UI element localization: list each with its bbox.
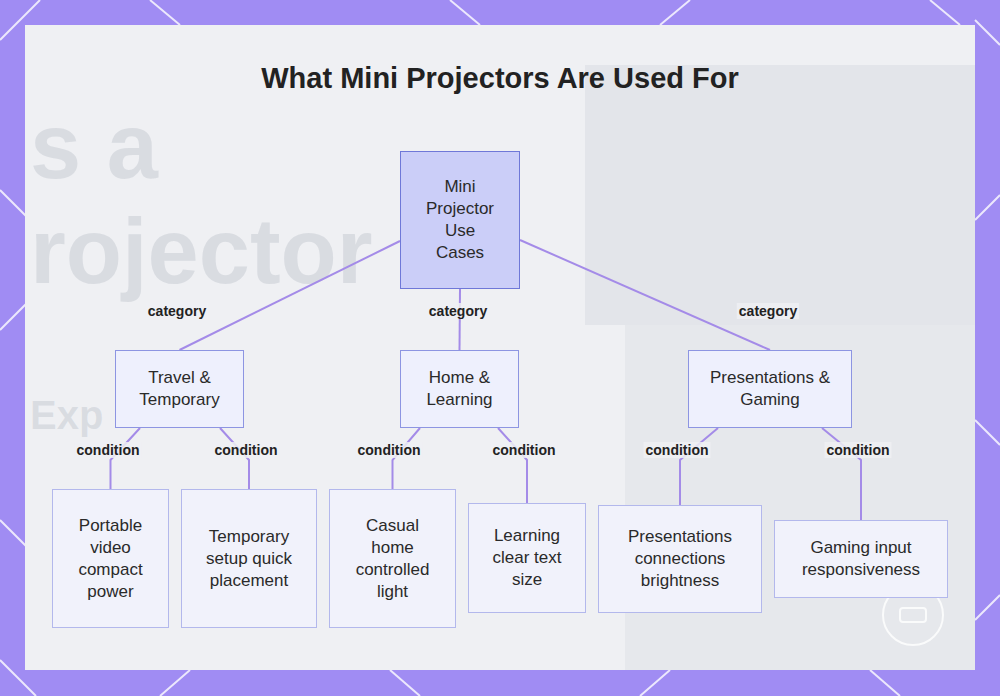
category-box: Travel & Temporary	[115, 350, 244, 428]
root-box: Mini Projector Use Cases	[400, 151, 520, 289]
edge-label: condition	[75, 442, 142, 458]
edge-label: category	[427, 303, 489, 319]
connector-line	[459, 289, 462, 350]
node-text: Presentations connections brightness	[609, 526, 751, 592]
edge-label: condition	[825, 442, 892, 458]
edge-label: category	[737, 303, 799, 319]
connector-line	[180, 241, 401, 350]
node-text: Mini Projector Use Cases	[423, 176, 497, 264]
edge-label: condition	[644, 442, 711, 458]
edge-label: category	[146, 303, 208, 319]
category-box: Home & Learning	[400, 350, 519, 428]
connector-line	[111, 428, 141, 489]
node-text: Travel & Temporary	[126, 367, 233, 411]
node-text: Learning clear text size	[483, 525, 571, 591]
condition-box: Portable video compact power	[52, 489, 169, 628]
edge-label: condition	[491, 442, 558, 458]
node-text: Presentations & Gaming	[699, 367, 841, 411]
node-text: Gaming input responsiveness	[785, 537, 937, 581]
watermark-text: s a	[30, 100, 158, 192]
node-text: Home & Learning	[411, 367, 508, 411]
condition-box: Learning clear text size	[468, 503, 586, 613]
node-text: Temporary setup quick placement	[204, 526, 294, 592]
condition-box: Presentations connections brightness	[598, 505, 762, 613]
connector-line	[393, 428, 421, 489]
condition-box: Casual home controlled light	[329, 489, 456, 628]
diagram-title: What Mini Projectors Are Used For	[0, 62, 1000, 95]
node-text: Portable video compact power	[71, 515, 150, 603]
edge-label: condition	[213, 442, 280, 458]
condition-box: Gaming input responsiveness	[774, 520, 948, 598]
connector-line	[220, 428, 249, 489]
connector-line	[520, 240, 770, 350]
edge-label: condition	[356, 442, 423, 458]
connector-line	[498, 428, 527, 503]
node-text: Casual home controlled light	[350, 515, 435, 603]
watermark-text: Exp	[30, 395, 103, 435]
category-box: Presentations & Gaming	[688, 350, 852, 428]
watermark-text: rojector	[30, 205, 373, 297]
condition-box: Temporary setup quick placement	[181, 489, 317, 628]
connector-line	[680, 428, 718, 505]
